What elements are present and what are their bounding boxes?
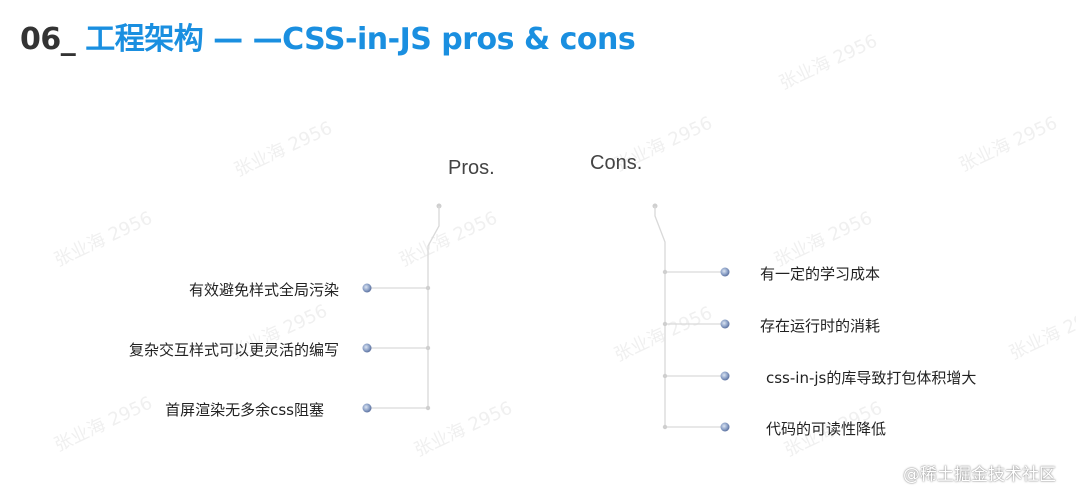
pros-joint-dot — [425, 285, 431, 291]
cons-item: 有一定的学习成本 — [760, 265, 881, 283]
cons-joint-dot — [662, 321, 668, 327]
pros-joint-dot — [425, 405, 431, 411]
cons-joint-dot — [662, 269, 668, 275]
cons-bullet — [720, 422, 730, 432]
pros-bullet — [362, 403, 372, 413]
cons-bullet — [720, 319, 730, 329]
pros-bullet — [362, 283, 372, 293]
pros-heading: Pros. — [448, 157, 495, 179]
cons-joint-dot — [662, 424, 668, 430]
cons-item: 代码的可读性降低 — [766, 420, 887, 438]
pros-bullet — [362, 343, 372, 353]
cons-item: 存在运行时的消耗 — [760, 317, 881, 335]
cons-heading: Cons. — [590, 152, 643, 174]
cons-joint-dot — [662, 373, 668, 379]
cons-connector — [586, 203, 730, 432]
pros-trunk — [427, 206, 440, 408]
pros-joint-dot — [425, 345, 431, 351]
cons-item: css-in-js的库导致打包体积增大 — [766, 369, 977, 387]
pros-item: 有效避免样式全局污染 — [188, 281, 339, 299]
cons-bullet — [720, 267, 730, 277]
title-text: 工程架构 — —CSS-in-JS pros & cons — [85, 22, 636, 57]
footer-credit: @稀土掘金技术社区 — [903, 465, 1056, 485]
cons-trunk — [654, 206, 666, 427]
pros-connector — [362, 203, 508, 413]
cons-bullet — [720, 371, 730, 381]
title-number: 06_ — [20, 22, 76, 57]
pros-item: 首屏渲染无多余css阻塞 — [165, 401, 324, 419]
pros-item: 复杂交互样式可以更灵活的编写 — [128, 341, 339, 359]
page-title: 06_ 工程架构 — —CSS-in-JS pros & cons — [20, 14, 636, 58]
